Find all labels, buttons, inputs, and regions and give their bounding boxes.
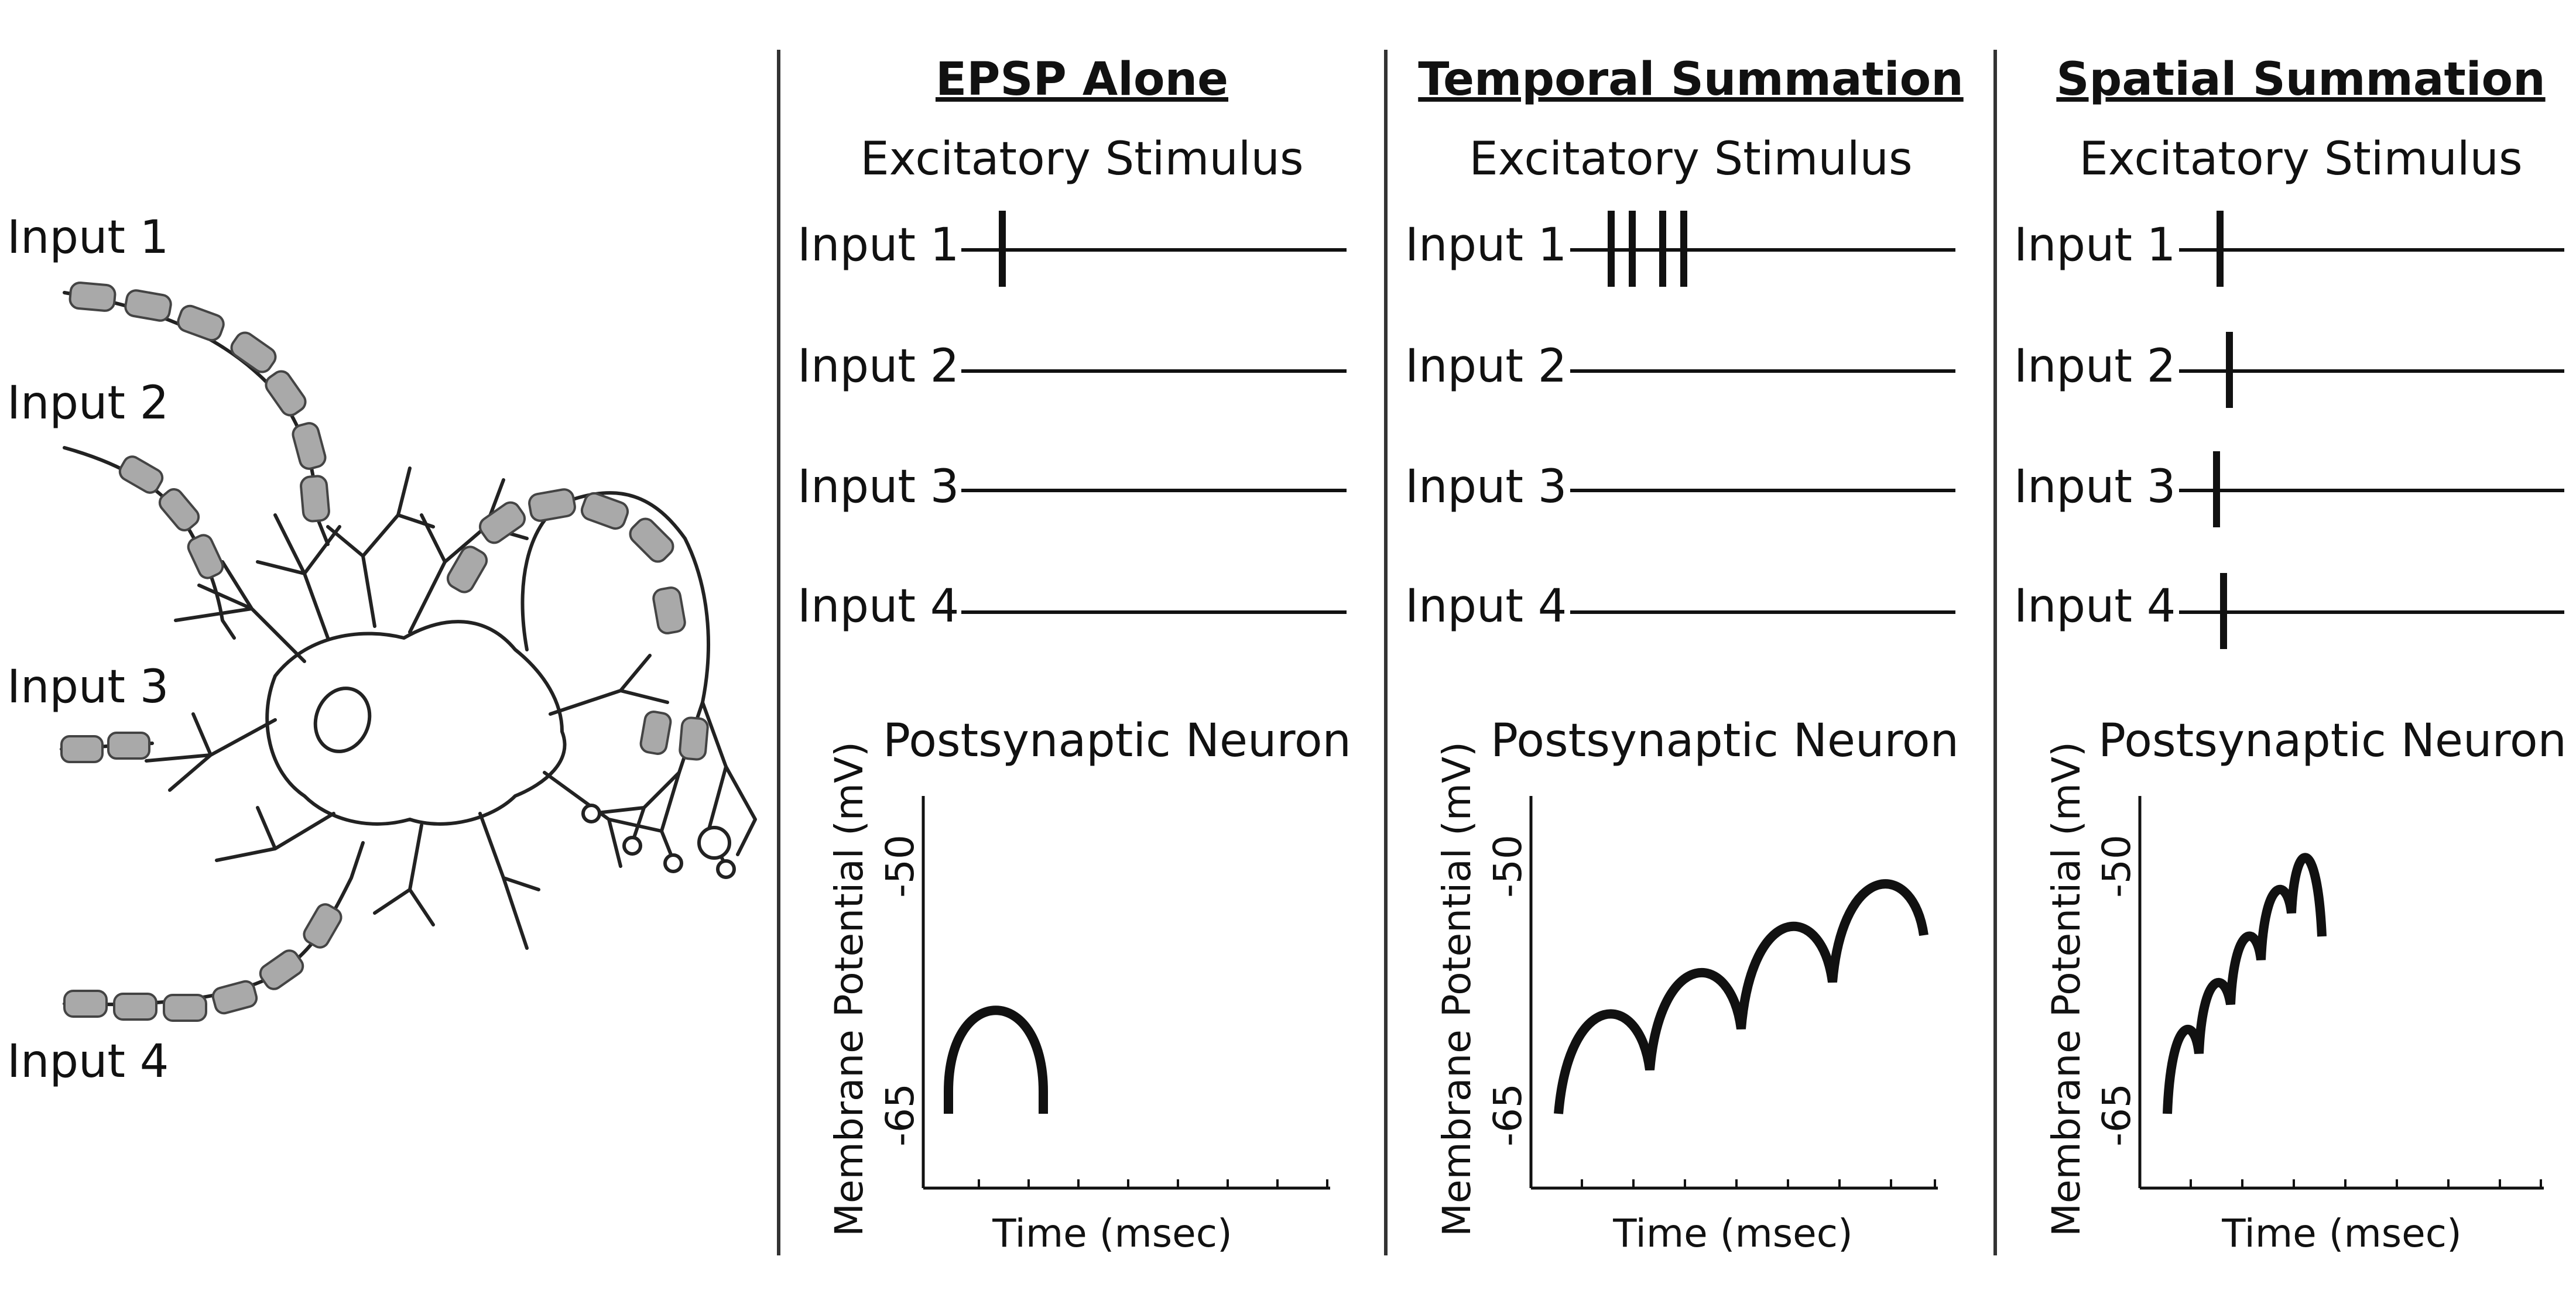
x-axis-label: Time (msec) bbox=[2221, 1211, 2462, 1256]
dendrite-branch bbox=[373, 823, 435, 926]
input-label: Input 2 bbox=[2014, 340, 2176, 393]
axon-terminal-bouton bbox=[622, 836, 642, 856]
stimulus-label: Excitatory Stimulus bbox=[1469, 133, 1912, 186]
input-label: Input 4 bbox=[797, 580, 959, 633]
x-ticks bbox=[978, 1179, 1328, 1188]
myelin-sheaths-output bbox=[446, 488, 709, 761]
dendrite-branch bbox=[145, 712, 277, 792]
neuron-label-input-4: Input 4 bbox=[7, 1035, 169, 1088]
y-tick-label: -65 bbox=[2094, 1083, 2139, 1147]
graph-title: Postsynaptic Neuron bbox=[2098, 715, 2567, 767]
panel-epsp-alone: EPSP Alone Excitatory Stimulus Input 1 I… bbox=[797, 53, 1351, 1256]
input-label: Input 3 bbox=[2014, 461, 2176, 513]
input-label: Input 2 bbox=[1405, 340, 1567, 393]
dendrite-branch bbox=[174, 560, 306, 663]
input-label: Input 3 bbox=[1405, 461, 1567, 513]
panel-spatial-summation: Spatial Summation Excitatory Stimulus In… bbox=[2014, 53, 2567, 1256]
epsp-trace bbox=[944, 1005, 1048, 1114]
stimulus-spikes bbox=[2213, 211, 2233, 649]
neuron-soma bbox=[265, 620, 567, 826]
stimulus-label: Excitatory Stimulus bbox=[860, 133, 1303, 186]
dendrite-branch bbox=[326, 466, 435, 628]
y-axis-label: Membrane Potential (mV) bbox=[827, 742, 872, 1237]
x-ticks bbox=[2190, 1179, 2542, 1188]
panel-title: Spatial Summation bbox=[2056, 53, 2545, 106]
dendrite-branch bbox=[215, 806, 335, 862]
y-axis-label: Membrane Potential (mV) bbox=[2044, 742, 2089, 1237]
x-axis-label: Time (msec) bbox=[1612, 1211, 1853, 1256]
y-tick-label: -65 bbox=[1485, 1083, 1530, 1147]
input-label: Input 1 bbox=[2014, 219, 2176, 272]
panel-temporal-summation: Temporal Summation Excitatory Stimulus I… bbox=[1405, 53, 1964, 1256]
output-axon bbox=[520, 491, 728, 774]
input-label: Input 3 bbox=[797, 461, 959, 513]
neuron-nucleus bbox=[313, 687, 372, 753]
panel-title: EPSP Alone bbox=[936, 53, 1228, 106]
input-label: Input 1 bbox=[1405, 219, 1567, 272]
axon-terminal-bouton bbox=[716, 859, 736, 879]
panel-title: Temporal Summation bbox=[1418, 53, 1963, 106]
myelin-sheaths-input-1 bbox=[68, 282, 330, 523]
dendrite-branch bbox=[549, 654, 669, 716]
x-ticks bbox=[1581, 1179, 1936, 1188]
dendrite-branch bbox=[256, 513, 341, 640]
axon-terminal-bouton bbox=[581, 804, 601, 823]
stimulus-spikes bbox=[1608, 211, 1687, 287]
neuron-label-input-2: Input 2 bbox=[7, 377, 169, 430]
y-axis-label: Membrane Potential (mV) bbox=[1434, 742, 1479, 1237]
neuron-illustration bbox=[60, 282, 757, 1022]
stimulus-label: Excitatory Stimulus bbox=[2079, 133, 2522, 186]
y-tick-label: -65 bbox=[878, 1083, 923, 1147]
myelin-sheaths-input-2 bbox=[118, 455, 224, 579]
input-label: Input 4 bbox=[2014, 580, 2176, 633]
temporal-summation-trace bbox=[1554, 879, 1928, 1114]
dendrite-branch bbox=[543, 771, 663, 868]
myelin-sheaths-input-4 bbox=[63, 903, 342, 1022]
y-tick-label: -50 bbox=[2094, 835, 2139, 898]
dendrite-branch bbox=[478, 812, 540, 950]
axon-terminal-bouton bbox=[697, 826, 731, 860]
y-tick-label: -50 bbox=[878, 835, 923, 898]
graph-title: Postsynaptic Neuron bbox=[883, 715, 1351, 767]
x-axis-label: Time (msec) bbox=[992, 1211, 1232, 1256]
input-label: Input 1 bbox=[797, 219, 959, 272]
spatial-summation-trace bbox=[2163, 853, 2327, 1114]
axon-terminal-bouton bbox=[663, 853, 683, 873]
graph-title: Postsynaptic Neuron bbox=[1491, 715, 1959, 767]
input-label: Input 4 bbox=[1405, 580, 1567, 633]
y-tick-label: -50 bbox=[1485, 835, 1530, 898]
myelin-sheaths-input-3 bbox=[60, 732, 150, 763]
neuron-label-input-1: Input 1 bbox=[7, 211, 169, 264]
neuron-labels: Input 1 Input 2 Input 3 Input 4 bbox=[7, 211, 169, 1088]
neuron-label-input-3: Input 3 bbox=[7, 661, 169, 713]
input-label: Input 2 bbox=[797, 340, 959, 393]
axon-terminal-branches bbox=[590, 765, 757, 868]
